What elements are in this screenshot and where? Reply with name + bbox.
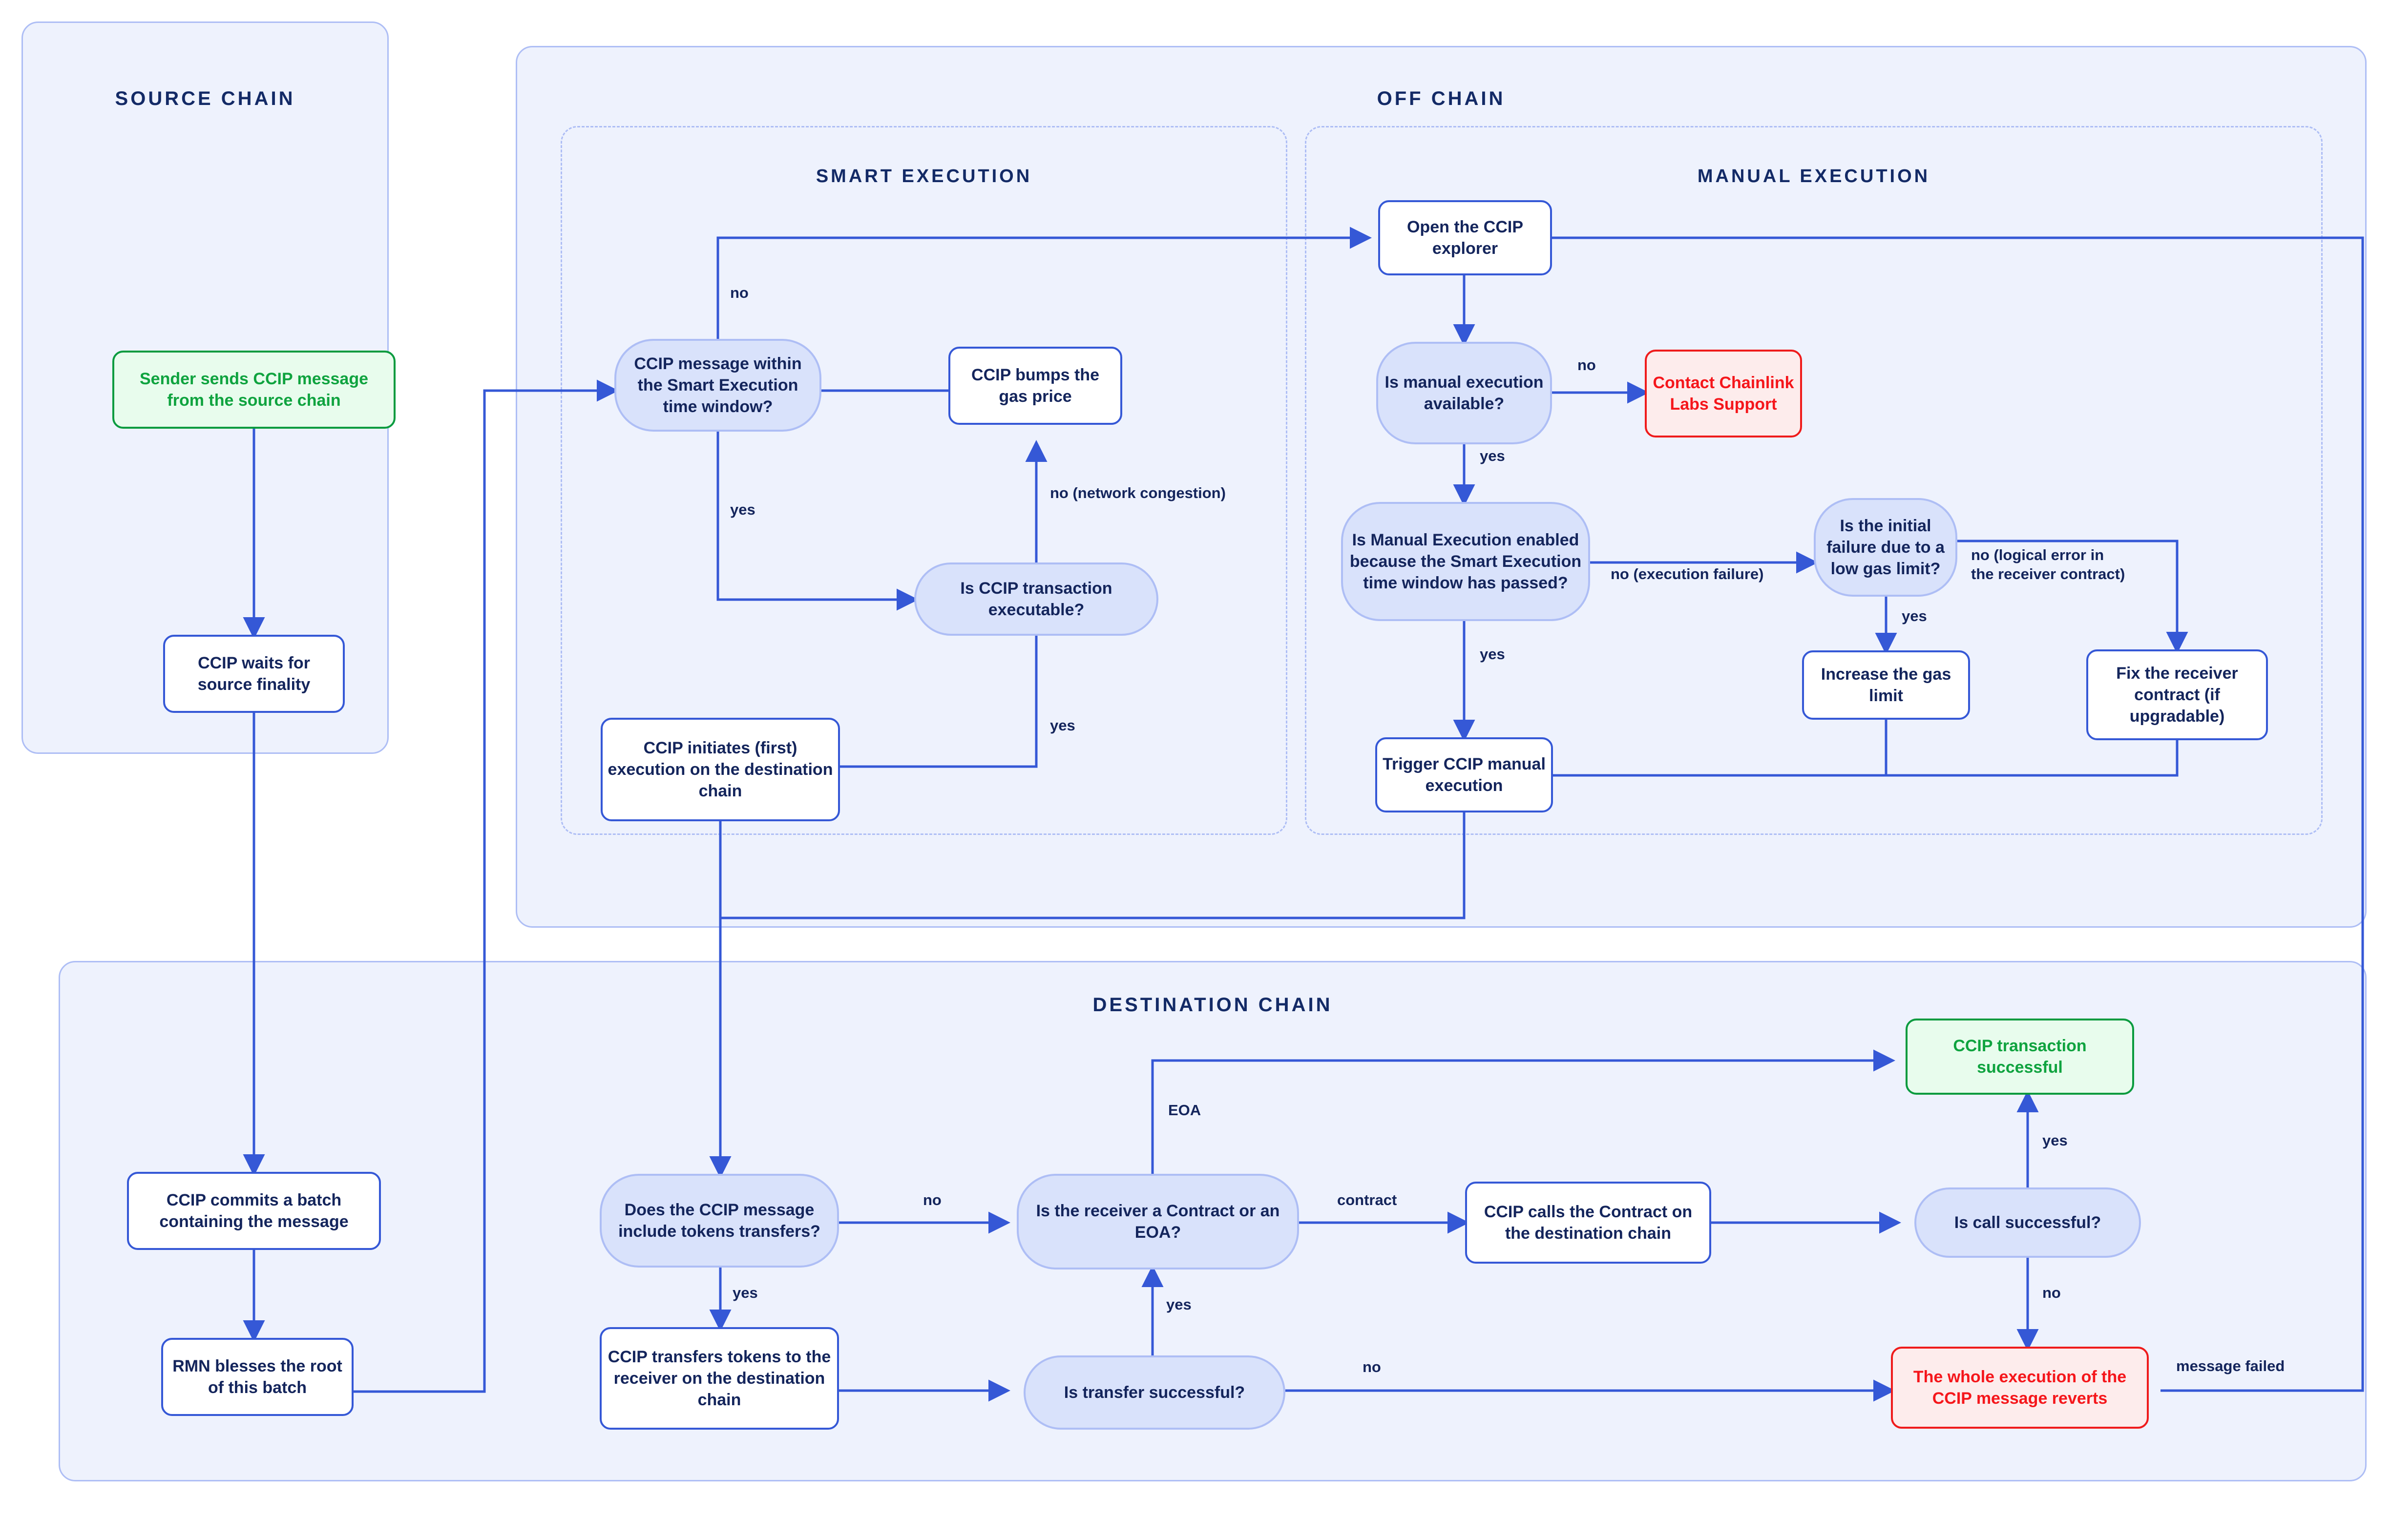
node-transfer-success[interactable]: Is transfer successful? (1024, 1355, 1285, 1430)
node-calls-contract[interactable]: CCIP calls the Contract on the destinati… (1465, 1182, 1711, 1264)
edge-label-executable-no: no (network congestion) (1050, 484, 1226, 501)
node-sender-sends[interactable]: Sender sends CCIP message from the sourc… (112, 351, 396, 429)
edge-label-message-failed: message failed (2176, 1357, 2285, 1374)
edge-label-low-gas-yes: yes (1902, 607, 1927, 624)
lane-source-chain-title: SOURCE CHAIN (115, 88, 295, 109)
node-trigger-manual[interactable]: Trigger CCIP manual execution (1375, 737, 1553, 812)
node-transfers-tokens[interactable]: CCIP transfers tokens to the receiver on… (600, 1327, 839, 1430)
node-rmn-blesses[interactable]: RMN blesses the root of this batch (161, 1338, 354, 1416)
node-low-gas-limit[interactable]: Is the initial failure due to a low gas … (1814, 498, 1957, 597)
node-waits-finality[interactable]: CCIP waits for source finality (163, 635, 345, 713)
edge-label-tokens-no: no (923, 1191, 942, 1208)
node-contact-support[interactable]: Contact Chainlink Labs Support (1645, 350, 1802, 437)
node-initiates-exec[interactable]: CCIP initiates (first) execution on the … (601, 718, 840, 821)
node-tx-executable[interactable]: Is CCIP transaction executable? (914, 562, 1158, 636)
node-fix-receiver[interactable]: Fix the receiver contract (if upgradable… (2086, 649, 2268, 740)
edge-label-window-no: no (730, 284, 749, 301)
lane-off-chain-title: OFF CHAIN (1377, 88, 1506, 109)
edge-label-manual-enabled-yes: yes (1480, 645, 1505, 663)
sublane-manual-execution-title: MANUAL EXECUTION (1697, 166, 1930, 187)
sublane-smart-execution-title: SMART EXECUTION (816, 166, 1032, 187)
node-bumps-gas[interactable]: CCIP bumps the gas price (948, 347, 1122, 425)
edge-label-transfer-yes: yes (1166, 1296, 1192, 1313)
node-receiver-type[interactable]: Is the receiver a Contract or an EOA? (1017, 1174, 1299, 1269)
edge-label-call-yes: yes (2042, 1132, 2068, 1149)
edge-label-manual-available-yes: yes (1480, 447, 1505, 464)
edge-label-low-gas-no: no (logical error in the receiver contra… (1971, 546, 2125, 583)
node-open-explorer[interactable]: Open the CCIP explorer (1378, 200, 1552, 275)
node-tx-successful[interactable]: CCIP transaction successful (1906, 1019, 2134, 1095)
edge-label-receiver-eoa: EOA (1168, 1102, 1201, 1119)
node-increase-gas[interactable]: Increase the gas limit (1802, 650, 1970, 720)
edge-label-tokens-yes: yes (733, 1284, 758, 1301)
edge-label-receiver-contract: contract (1337, 1191, 1397, 1208)
node-call-success[interactable]: Is call successful? (1914, 1187, 2141, 1258)
edge-label-executable-yes: yes (1050, 717, 1075, 734)
lane-destination-chain-title: DESTINATION CHAIN (1092, 994, 1333, 1016)
edge-label-window-yes: yes (730, 501, 755, 518)
node-manual-enabled[interactable]: Is Manual Execution enabled because the … (1341, 502, 1590, 621)
node-include-tokens[interactable]: Does the CCIP message include tokens tra… (600, 1174, 839, 1268)
edge-label-transfer-no: no (1363, 1358, 1381, 1375)
node-manual-available[interactable]: Is manual execution available? (1376, 342, 1552, 444)
edge-label-manual-available-no: no (1577, 356, 1596, 374)
edge-label-manual-enabled-no: no (execution failure) (1611, 565, 1764, 583)
node-reverts[interactable]: The whole execution of the CCIP message … (1891, 1347, 2149, 1429)
edge-label-call-no: no (2042, 1284, 2061, 1301)
node-commits-batch[interactable]: CCIP commits a batch containing the mess… (127, 1172, 381, 1250)
node-within-window[interactable]: CCIP message within the Smart Execution … (614, 339, 821, 432)
